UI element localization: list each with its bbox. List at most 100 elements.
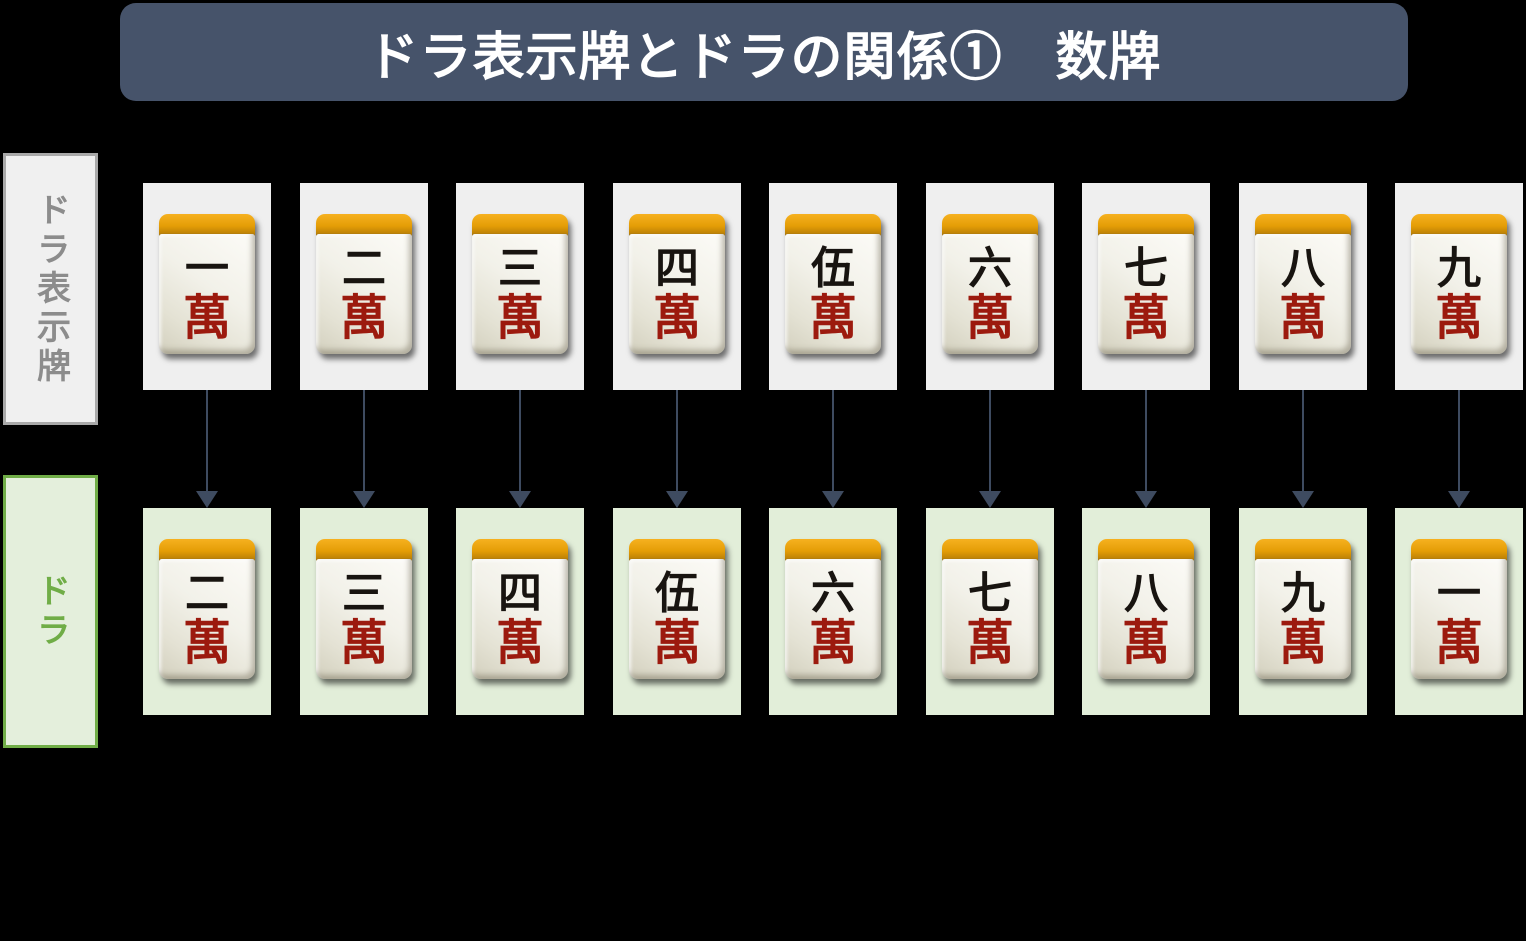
mahjong-tile-indicator-5man: 伍 萬 bbox=[785, 214, 881, 354]
down-arrow bbox=[978, 390, 1002, 508]
tile-suit-character: 萬 bbox=[182, 289, 231, 346]
indicator-tile-panel: 二 萬 bbox=[300, 183, 428, 390]
arrow-shaft bbox=[989, 390, 991, 493]
mahjong-tile-dora-5man: 伍 萬 bbox=[629, 539, 725, 679]
tile-number-character: 伍 bbox=[655, 567, 699, 619]
tile-column-5: 伍 萬 六 萬 bbox=[769, 183, 897, 715]
tile-face: 三 萬 bbox=[316, 559, 412, 679]
tile-suit-character: 萬 bbox=[965, 614, 1014, 671]
mahjong-tile-indicator-3man: 三 萬 bbox=[472, 214, 568, 354]
tile-suit-character: 萬 bbox=[1278, 289, 1327, 346]
page-title: ドラ表示牌とドラの関係① 数牌 bbox=[366, 28, 1162, 87]
arrow-shaft bbox=[363, 390, 365, 493]
tile-suit-character: 萬 bbox=[1121, 289, 1170, 346]
indicator-tile-panel: 八 萬 bbox=[1239, 183, 1367, 390]
mahjong-tile-dora-6man: 六 萬 bbox=[785, 539, 881, 679]
mahjong-tile-dora-9man: 九 萬 bbox=[1255, 539, 1351, 679]
tile-column-3: 三 萬 四 萬 bbox=[456, 183, 584, 715]
tile-suit-character: 萬 bbox=[1434, 614, 1483, 671]
tile-face: 伍 萬 bbox=[629, 559, 725, 679]
tile-column-6: 六 萬 七 萬 bbox=[926, 183, 1054, 715]
down-arrow bbox=[352, 390, 376, 508]
tile-column-9: 九 萬 一 萬 bbox=[1395, 183, 1523, 715]
indicator-tile-panel: 七 萬 bbox=[1082, 183, 1210, 390]
arrow-head-icon bbox=[1448, 491, 1470, 508]
down-arrow bbox=[821, 390, 845, 508]
dora-tile-panel: 一 萬 bbox=[1395, 508, 1523, 715]
tile-face: 七 萬 bbox=[942, 559, 1038, 679]
down-arrow bbox=[1447, 390, 1471, 508]
mahjong-tile-indicator-4man: 四 萬 bbox=[629, 214, 725, 354]
tile-number-character: 一 bbox=[1437, 567, 1481, 619]
mahjong-tile-dora-8man: 八 萬 bbox=[1098, 539, 1194, 679]
indicator-row-label: ドラ表示牌 bbox=[3, 153, 98, 425]
tile-face: 九 萬 bbox=[1411, 234, 1507, 354]
dora-tile-panel: 二 萬 bbox=[143, 508, 271, 715]
dora-tile-panel: 三 萬 bbox=[300, 508, 428, 715]
tile-face: 九 萬 bbox=[1255, 559, 1351, 679]
dora-row-label: ドラ bbox=[3, 475, 98, 748]
dora-tile-panel: 四 萬 bbox=[456, 508, 584, 715]
mahjong-tile-dora-7man: 七 萬 bbox=[942, 539, 1038, 679]
dora-tile-panel: 九 萬 bbox=[1239, 508, 1367, 715]
tile-number-character: 七 bbox=[968, 567, 1012, 619]
dora-tile-panel: 六 萬 bbox=[769, 508, 897, 715]
tile-suit-character: 萬 bbox=[808, 289, 857, 346]
down-arrow bbox=[195, 390, 219, 508]
tile-number-character: 九 bbox=[1281, 567, 1325, 619]
arrow-shaft bbox=[1458, 390, 1460, 493]
tile-number-character: 三 bbox=[342, 567, 386, 619]
tile-suit-character: 萬 bbox=[652, 289, 701, 346]
arrow-head-icon bbox=[979, 491, 1001, 508]
tile-face: 伍 萬 bbox=[785, 234, 881, 354]
tile-number-character: 一 bbox=[185, 242, 229, 294]
arrow-head-icon bbox=[666, 491, 688, 508]
indicator-tile-panel: 六 萬 bbox=[926, 183, 1054, 390]
title-banner: ドラ表示牌とドラの関係① 数牌 bbox=[120, 3, 1408, 101]
down-arrow bbox=[1291, 390, 1315, 508]
tile-face: 四 萬 bbox=[472, 559, 568, 679]
tile-number-character: 三 bbox=[498, 242, 542, 294]
arrow-shaft bbox=[832, 390, 834, 493]
arrow-head-icon bbox=[509, 491, 531, 508]
arrow-head-icon bbox=[353, 491, 375, 508]
dora-tile-panel: 伍 萬 bbox=[613, 508, 741, 715]
mahjong-tile-indicator-7man: 七 萬 bbox=[1098, 214, 1194, 354]
down-arrow bbox=[665, 390, 689, 508]
mahjong-tile-indicator-1man: 一 萬 bbox=[159, 214, 255, 354]
mahjong-tile-dora-4man: 四 萬 bbox=[472, 539, 568, 679]
tile-number-character: 七 bbox=[1124, 242, 1168, 294]
tile-suit-character: 萬 bbox=[652, 614, 701, 671]
arrow-head-icon bbox=[196, 491, 218, 508]
arrow-head-icon bbox=[1292, 491, 1314, 508]
arrow-shaft bbox=[1145, 390, 1147, 493]
tile-face: 六 萬 bbox=[942, 234, 1038, 354]
tile-suit-character: 萬 bbox=[495, 289, 544, 346]
arrow-head-icon bbox=[822, 491, 844, 508]
indicator-tile-panel: 伍 萬 bbox=[769, 183, 897, 390]
tile-suit-character: 萬 bbox=[182, 614, 231, 671]
tile-column-4: 四 萬 伍 萬 bbox=[613, 183, 741, 715]
tile-number-character: 四 bbox=[498, 567, 542, 619]
tile-number-character: 四 bbox=[655, 242, 699, 294]
mahjong-tile-indicator-6man: 六 萬 bbox=[942, 214, 1038, 354]
tile-face: 七 萬 bbox=[1098, 234, 1194, 354]
tile-suit-character: 萬 bbox=[808, 614, 857, 671]
tile-face: 六 萬 bbox=[785, 559, 881, 679]
indicator-tile-panel: 四 萬 bbox=[613, 183, 741, 390]
dora-tile-panel: 八 萬 bbox=[1082, 508, 1210, 715]
indicator-tile-panel: 一 萬 bbox=[143, 183, 271, 390]
tile-suit-character: 萬 bbox=[1434, 289, 1483, 346]
tile-face: 四 萬 bbox=[629, 234, 725, 354]
mahjong-tile-indicator-9man: 九 萬 bbox=[1411, 214, 1507, 354]
tile-face: 二 萬 bbox=[159, 559, 255, 679]
down-arrow bbox=[508, 390, 532, 508]
tile-face: 一 萬 bbox=[159, 234, 255, 354]
dora-tile-panel: 七 萬 bbox=[926, 508, 1054, 715]
mahjong-tile-dora-3man: 三 萬 bbox=[316, 539, 412, 679]
tile-number-character: 六 bbox=[811, 567, 855, 619]
tile-suit-character: 萬 bbox=[1278, 614, 1327, 671]
indicator-tile-panel: 三 萬 bbox=[456, 183, 584, 390]
tile-number-character: 八 bbox=[1124, 567, 1168, 619]
